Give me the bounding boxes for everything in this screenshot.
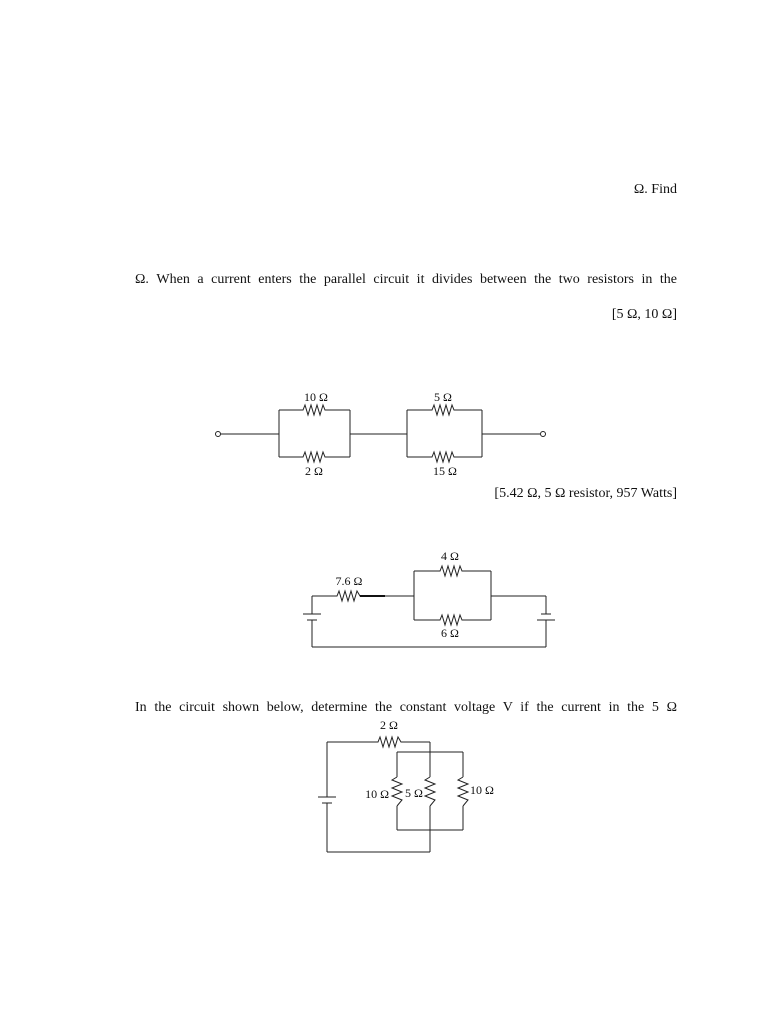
- label-5-ohm: 5 Ω: [405, 786, 423, 800]
- circuit-2: 4 Ω 7.6 Ω 6 Ω: [303, 549, 555, 648]
- resistor-2-ohm: [327, 735, 430, 749]
- resistor-2-ohm: [279, 450, 350, 464]
- label-5-ohm: 5 Ω: [434, 390, 452, 404]
- label-6-ohm: 6 Ω: [441, 626, 459, 640]
- resistor-10-ohm: [279, 403, 350, 417]
- label-2-ohm: 2 Ω: [380, 718, 398, 732]
- circuit-1: 10 Ω 2 Ω 5 Ω 15 Ω: [215, 390, 546, 478]
- label-2-ohm: 2 Ω: [305, 464, 323, 478]
- resistor-6-ohm: [414, 613, 491, 627]
- label-10-ohm: 10 Ω: [304, 390, 328, 404]
- line-circuit-question: In the circuit shown below, determine th…: [135, 700, 677, 715]
- resistor-4-ohm: [414, 564, 491, 578]
- label-10-ohm-right: 10 Ω: [470, 783, 494, 797]
- terminal-right: [540, 431, 546, 437]
- terminal-left: [215, 431, 221, 437]
- answer-2: [5.42 Ω, 5 Ω resistor, 957 Watts]: [494, 486, 677, 501]
- resistor-10-ohm-right: [456, 776, 470, 807]
- resistor-5-ohm: [407, 403, 482, 417]
- label-15-ohm: 15 Ω: [433, 464, 457, 478]
- resistor-15-ohm: [407, 450, 482, 464]
- circuit-3: 2 Ω 10 Ω 5 Ω 10 Ω: [318, 718, 494, 853]
- line-parallel-current: Ω. When a current enters the parallel ci…: [135, 272, 677, 287]
- resistor-5-ohm: [423, 776, 437, 807]
- label-10-ohm-left: 10 Ω: [365, 787, 389, 801]
- line-find: Ω. Find: [633, 182, 677, 197]
- resistor-10-ohm-left: [390, 776, 404, 807]
- label-7-6-ohm: 7.6 Ω: [336, 574, 363, 588]
- answer-1: [5 Ω, 10 Ω]: [611, 307, 677, 322]
- label-4-ohm: 4 Ω: [441, 549, 459, 563]
- resistor-7-6-ohm: [312, 589, 414, 603]
